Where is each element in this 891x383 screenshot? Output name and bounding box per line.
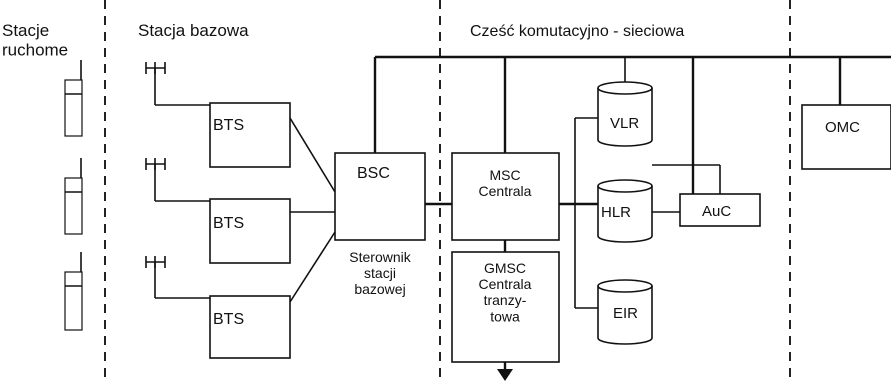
mobile-station-icon (64, 60, 83, 137)
bts-bsc-link (289, 231, 336, 303)
omc-node: OMC (801, 104, 891, 170)
eir-database: EIR (597, 279, 653, 345)
mobile-station-icon (64, 158, 83, 235)
down-arrow-icon (497, 369, 513, 381)
hlr-label: HLR (601, 204, 631, 221)
bts-label: BTS (213, 215, 244, 232)
bsc-label: BSC (357, 165, 390, 182)
mobile-station-icon (64, 252, 83, 331)
auc-label: AuC (702, 203, 731, 220)
bts-bsc-link (289, 117, 336, 193)
antenna-icon (145, 256, 210, 299)
antenna-icon (145, 158, 210, 202)
section-label-base: Stacja bazowa (138, 21, 249, 40)
bts-node: BTS (209, 198, 291, 264)
bts-label: BTS (213, 117, 244, 134)
hlr-database: HLR (597, 179, 653, 243)
vlr-label: VLR (610, 115, 639, 132)
eir-label: EIR (613, 305, 638, 322)
bts-label: BTS (213, 311, 244, 328)
bts-node: BTS (209, 102, 291, 168)
bsc-node: BSC (334, 152, 426, 241)
section-label-switching: Cześć komutacyjno - sieciowa (470, 23, 684, 40)
auc-node: AuC (679, 193, 761, 227)
antenna-icon (145, 62, 210, 106)
vlr-database: VLR (597, 81, 653, 147)
omc-label: OMC (825, 119, 860, 136)
bts-node: BTS (209, 295, 291, 359)
